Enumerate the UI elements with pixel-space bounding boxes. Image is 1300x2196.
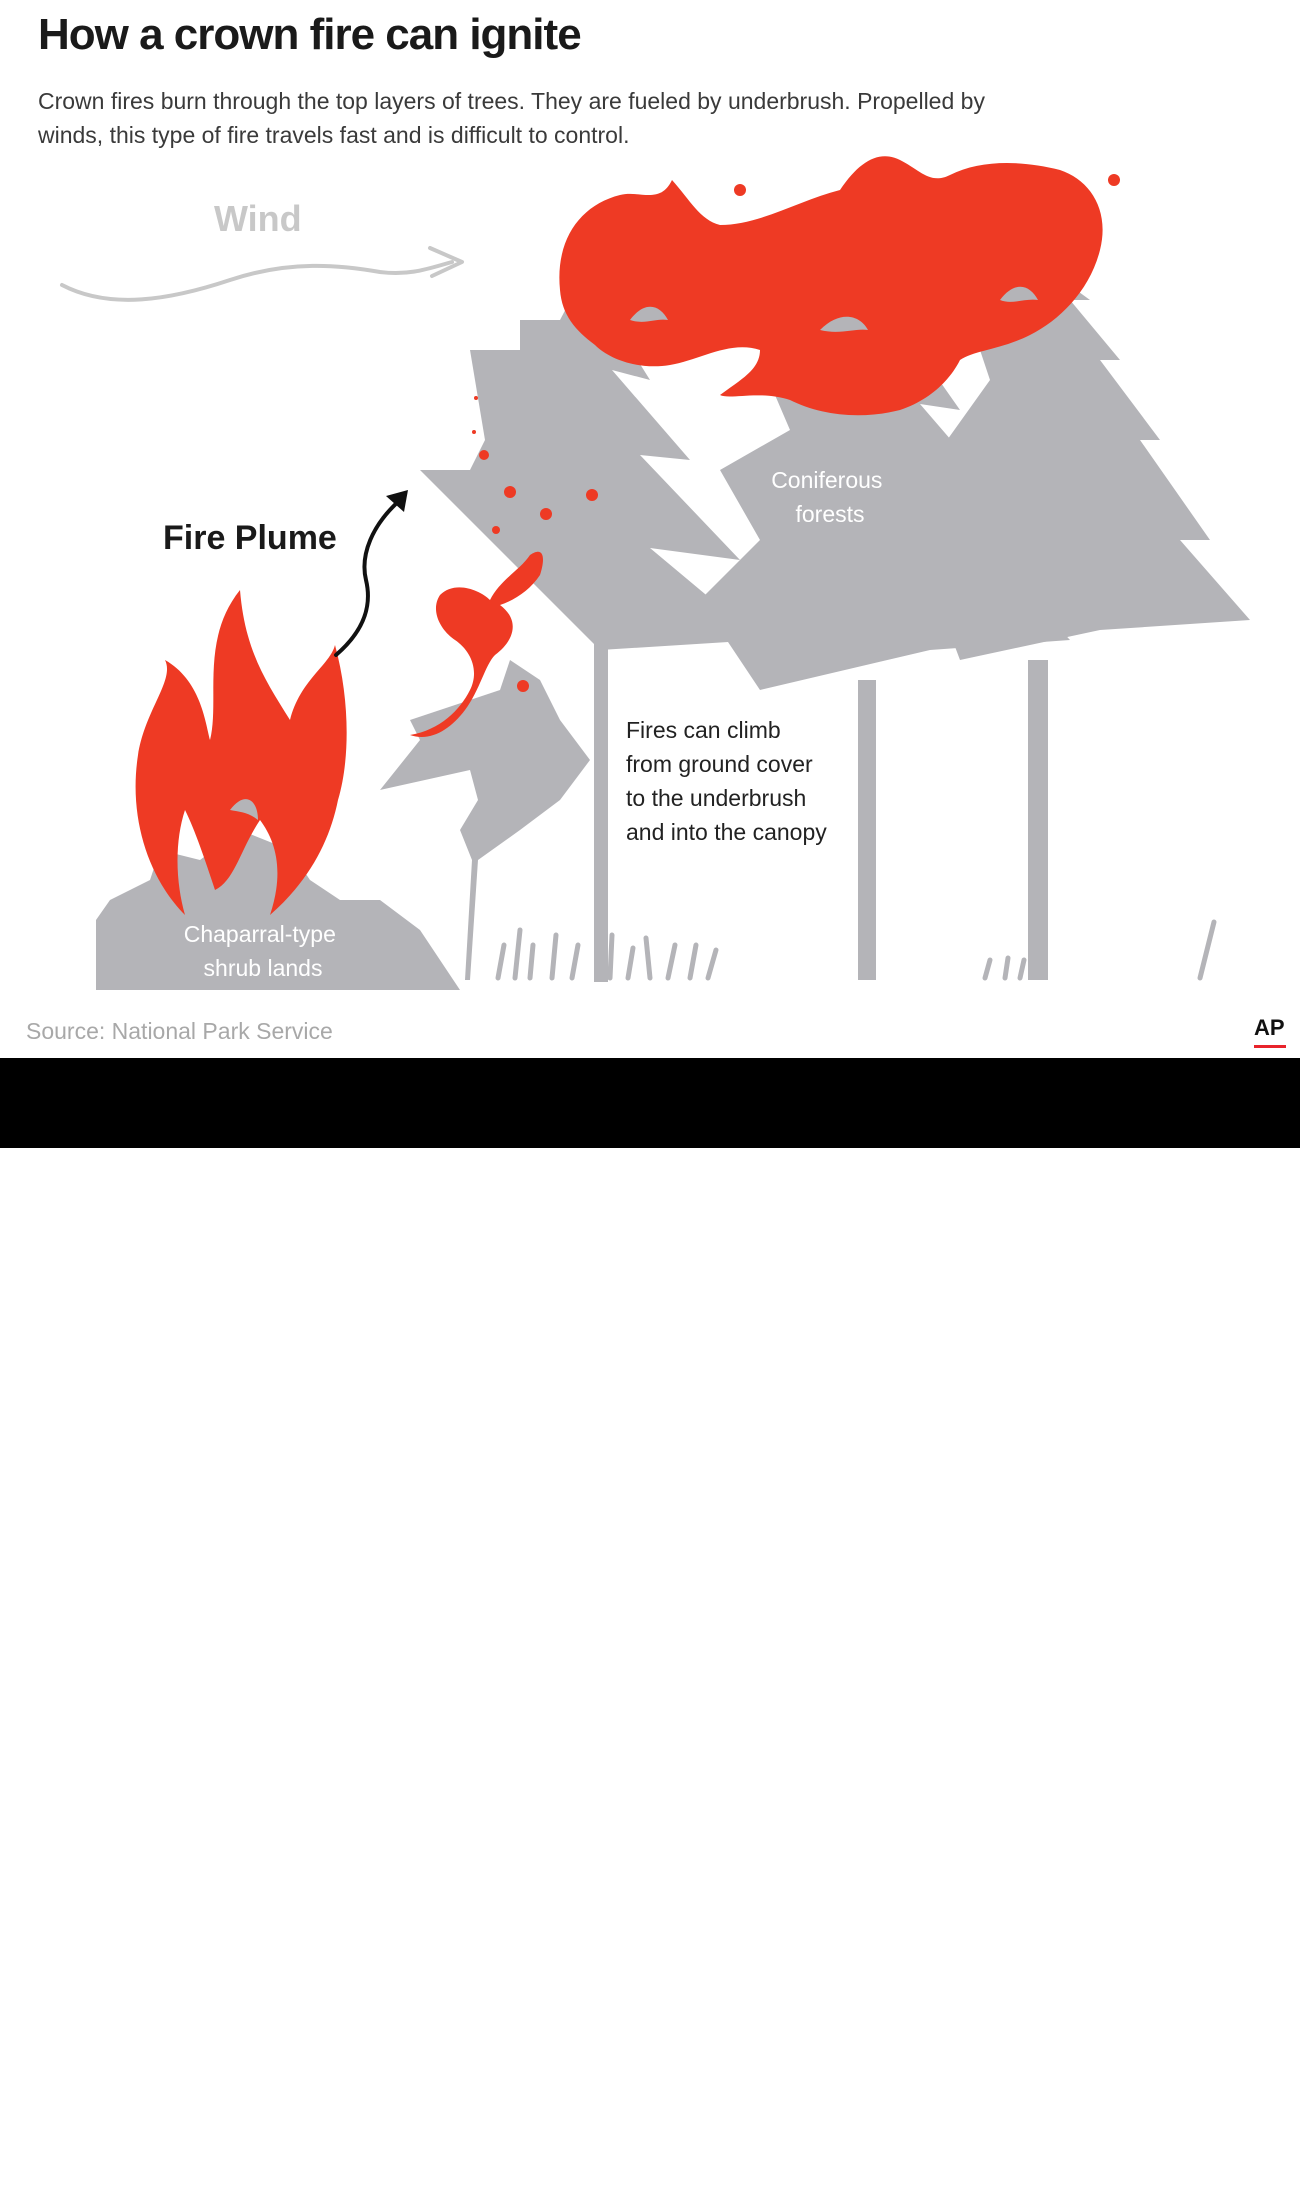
tree-right [930, 260, 1250, 980]
wind-group: Wind [60, 198, 464, 302]
flame-highlights [230, 286, 1038, 820]
climb-line-4: and into the canopy [626, 819, 827, 845]
tree-left [420, 248, 760, 982]
ember [517, 680, 529, 692]
grass [495, 919, 1217, 981]
ember [472, 430, 476, 434]
tree-small [380, 660, 590, 980]
wind-label: Wind [214, 198, 302, 239]
plume-arrow-icon [334, 498, 402, 657]
ap-logo-bar [1254, 1045, 1286, 1048]
ground-fire-icon [135, 590, 347, 915]
ember [492, 526, 500, 534]
climb-line-1: Fires can climb [626, 717, 781, 743]
ember [540, 508, 552, 520]
coniferous-label: Coniferous forests [771, 467, 889, 527]
ember [479, 450, 489, 460]
chaparral-line-2: shrub lands [204, 955, 323, 981]
wind-arrowhead-icon [428, 246, 464, 278]
climbing-fire-icon [410, 551, 543, 738]
ember [586, 489, 598, 501]
watermark-footer: alamy Image ID: 2MDNJG6 www.alamy.com [0, 1058, 1300, 2196]
ember [474, 396, 478, 400]
climb-line-3: to the underbrush [626, 785, 806, 811]
climb-line-2: from ground cover [626, 751, 813, 777]
plume-arrowhead-icon [386, 490, 408, 512]
coniferous-line-2: forests [795, 501, 864, 527]
page-title: How a crown fire can ignite [38, 10, 582, 59]
alamy-logo: alamy [48, 2123, 258, 2196]
ap-logo: AP [1254, 1015, 1285, 1040]
fire-plume-label: Fire Plume [163, 519, 337, 557]
coniferous-line-1: Coniferous [771, 467, 882, 493]
alamy-url: www.alamy.com [1110, 2162, 1282, 2189]
chaparral-label: Chaparral-type shrub lands [184, 921, 343, 981]
canopy-fire-icon [559, 156, 1103, 416]
ember [1108, 174, 1120, 186]
climb-label: Fires can climb from ground cover to the… [626, 717, 827, 845]
fire-plume-arrow [334, 490, 408, 657]
shrub-lands [96, 830, 460, 990]
subtitle: Crown fires burn through the top layers … [38, 88, 985, 148]
infographic: How a crown fire can ignite Crown fires … [0, 0, 1300, 1058]
scene-illustration: Wind [60, 156, 1250, 990]
ember [504, 486, 516, 498]
wind-arrow-icon [60, 260, 454, 302]
source-note: Source: National Park Service [26, 1018, 333, 1044]
chaparral-line-1: Chaparral-type [184, 921, 336, 947]
fire-flames [135, 156, 1120, 915]
ember [734, 184, 746, 196]
